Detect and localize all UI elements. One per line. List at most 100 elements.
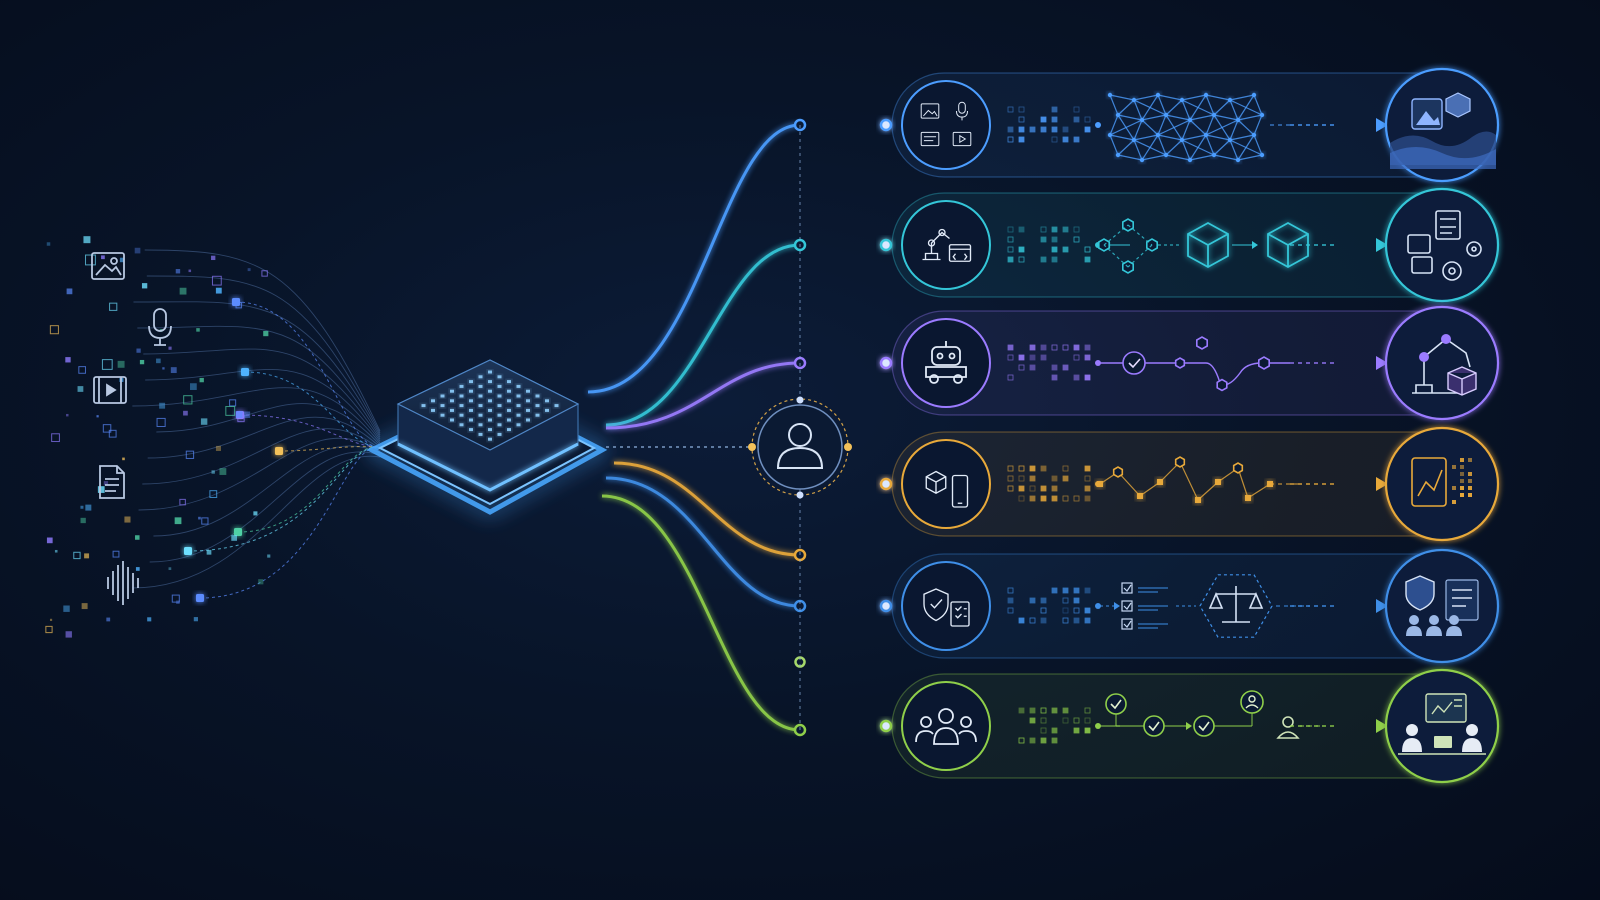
- input-particle: [275, 447, 283, 455]
- input-particle: [46, 537, 53, 544]
- robot-vehicle-icon: [925, 341, 967, 384]
- lane-arrow-head: [1376, 118, 1388, 132]
- input-particle: [156, 358, 161, 364]
- lane-data-dot: [1073, 717, 1080, 724]
- document-icon: [99, 465, 125, 499]
- input-particle: [184, 547, 192, 555]
- processor-dot: [497, 394, 502, 398]
- lane-data-dot: [1073, 106, 1080, 113]
- input-particle: [175, 269, 181, 274]
- lane-data-dot: [1084, 246, 1091, 253]
- processor-dot: [469, 380, 473, 384]
- lane-port: [879, 238, 893, 252]
- processor-dot: [507, 418, 511, 422]
- lane-arrow-head: [1376, 238, 1388, 252]
- input-particle: [124, 516, 131, 523]
- processor-dot: [554, 404, 559, 408]
- input-particle: [80, 505, 84, 509]
- lane-data-dot: [1084, 354, 1091, 361]
- input-particle: [134, 247, 141, 254]
- lane-data-dot: [1018, 737, 1025, 744]
- processor-dot: [478, 394, 483, 398]
- input-particle: [108, 429, 117, 438]
- lane-data-dot: [1018, 126, 1025, 133]
- lane-data-dot: [1084, 727, 1091, 734]
- process-node-graph: [1097, 456, 1300, 503]
- input-particle: [190, 383, 197, 390]
- input-particle: [66, 288, 73, 295]
- processor-dot: [450, 399, 454, 403]
- lane-data-dot: [1018, 354, 1025, 361]
- input-particle: [65, 357, 71, 363]
- lane-data-dot: [1084, 256, 1091, 263]
- input-curve: [144, 249, 381, 432]
- process-approval-chain: [1100, 690, 1320, 739]
- lane-data-dot: [1018, 465, 1025, 472]
- input-particle: [215, 445, 221, 451]
- processor-dot: [516, 423, 521, 427]
- processor-dot: [507, 380, 511, 384]
- processor-dot: [478, 413, 483, 417]
- phone-icon: [951, 474, 969, 508]
- lane-input-badge: [901, 681, 991, 771]
- input-particle-field: [45, 236, 381, 638]
- input-particle: [225, 406, 236, 416]
- input-particle: [183, 395, 193, 405]
- input-particle: [73, 551, 81, 560]
- processor-dot: [469, 428, 473, 432]
- input-dashed-curve: [278, 446, 379, 452]
- input-particle: [234, 528, 242, 536]
- input-particle: [171, 594, 180, 603]
- lane-data-dot: [1084, 587, 1091, 594]
- input-particle: [78, 366, 86, 374]
- lane-port: [879, 118, 893, 132]
- lane-data-dot: [1084, 126, 1091, 133]
- cube-icon: [925, 470, 947, 495]
- branch-product-3d-mobile: [613, 461, 801, 557]
- processor-dot: [459, 413, 464, 417]
- processor-dot: [497, 375, 502, 379]
- microphone-icon: [956, 101, 968, 121]
- processor-dot: [431, 399, 435, 403]
- input-particle: [211, 255, 216, 261]
- lane-output-badge: [1384, 426, 1500, 542]
- lane-data-dot: [1073, 607, 1080, 614]
- input-particle: [136, 348, 141, 353]
- lane-data-dot: [1095, 723, 1101, 729]
- lane-data-dot: [1073, 344, 1080, 351]
- processor-dot: [421, 404, 426, 408]
- lane-data-dot: [1051, 364, 1058, 371]
- processor-dot: [459, 384, 464, 388]
- lane-data-dot: [1062, 495, 1069, 502]
- lane-data-dot: [1040, 354, 1047, 361]
- lane-output-badge: [1384, 668, 1500, 784]
- input-curve: [137, 325, 381, 438]
- lane-data-dot: [1018, 106, 1025, 113]
- processor-dot: [440, 413, 445, 417]
- input-icons: [91, 252, 172, 605]
- lane-data-dot: [1084, 344, 1091, 351]
- lane-data-dot: [1018, 136, 1025, 143]
- lane-data-dot: [1051, 587, 1058, 594]
- branch-multimodal-generation: [587, 123, 801, 394]
- input-particle: [101, 255, 105, 260]
- lane-data-dot: [1062, 597, 1069, 604]
- lane-data-dot: [1040, 236, 1047, 243]
- lane-data-dot: [1084, 717, 1091, 724]
- lane-data-dot: [1051, 374, 1058, 381]
- lane-data-dot: [1051, 236, 1058, 243]
- input-curve: [156, 403, 381, 446]
- lane-safety-compliance: [891, 548, 1500, 664]
- branch-connectors: [587, 118, 893, 737]
- lane-data-dot: [1007, 226, 1014, 233]
- input-curve: [138, 438, 381, 511]
- lane-data-dot: [1073, 226, 1080, 233]
- lane-data-dot: [1073, 495, 1080, 502]
- input-particle: [258, 579, 264, 585]
- human-hub: [606, 125, 852, 730]
- lane-data-dot: [1084, 465, 1091, 472]
- branch-safety-compliance: [605, 476, 801, 608]
- lane-data-dot: [1007, 607, 1014, 614]
- lane-data-dot: [1018, 116, 1025, 123]
- input-curve: [142, 428, 381, 485]
